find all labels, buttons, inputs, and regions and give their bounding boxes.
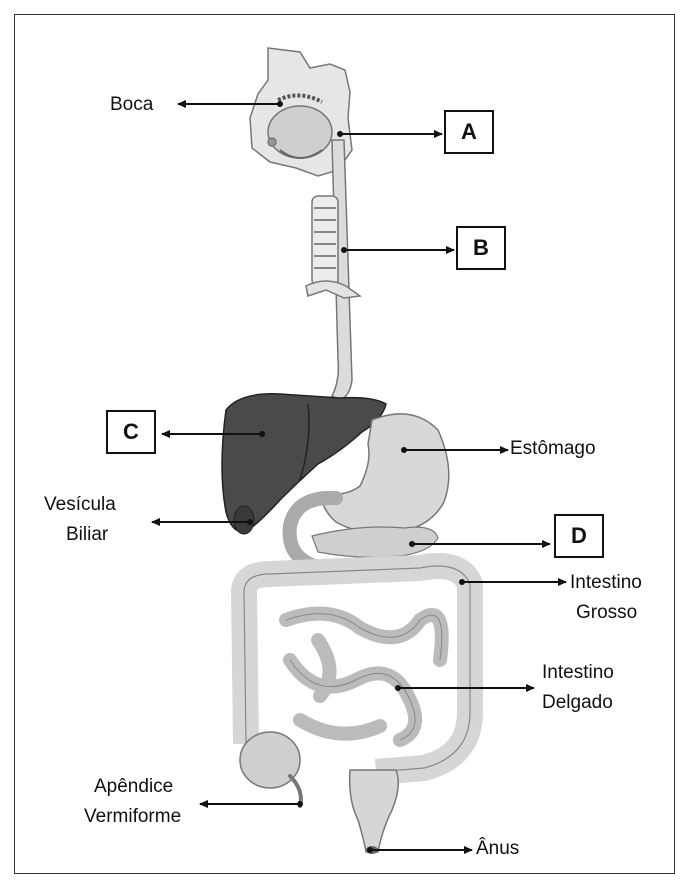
- esophagus-drawing: [306, 140, 360, 400]
- answer-box-c: C: [106, 410, 156, 454]
- label-anus: Ânus: [476, 838, 519, 860]
- label-vesicula-line1: Vesícula: [44, 494, 116, 516]
- pancreas-drawing: [312, 527, 438, 557]
- label-intestino-grosso-line1: Intestino: [570, 572, 642, 594]
- label-apendice-line1: Apêndice: [94, 776, 173, 798]
- small-intestine-drawing: [286, 614, 442, 740]
- label-apendice-line2: Vermiforme: [84, 806, 181, 828]
- label-intestino-delgado-line2: Delgado: [542, 692, 613, 714]
- label-intestino-delgado-line1: Intestino: [542, 662, 614, 684]
- rectum-drawing: [350, 770, 399, 852]
- answer-box-d: D: [554, 514, 604, 558]
- label-intestino-grosso-line2: Grosso: [576, 602, 637, 624]
- answer-box-a: A: [444, 110, 494, 154]
- label-vesicula-line2: Biliar: [66, 524, 108, 546]
- answer-box-b: B: [456, 226, 506, 270]
- label-boca: Boca: [110, 94, 153, 116]
- label-estomago: Estômago: [510, 438, 596, 460]
